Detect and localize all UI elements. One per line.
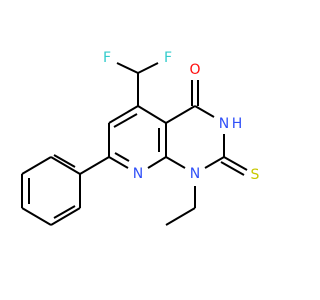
bond-c4a-c5	[137, 105, 167, 124]
bond-ph-1-inner	[53, 154, 76, 168]
bond-c7-n8	[108, 156, 129, 169]
bond-cf-left	[116, 62, 139, 74]
structure-canvas: F F O N H S N N	[21, 50, 260, 226]
bond-c4-n3	[194, 105, 215, 118]
bond-ch2-ch3	[165, 207, 196, 226]
bond-ph-4	[21, 207, 52, 226]
atom-nitrogen-pyridine: N	[133, 166, 143, 182]
atom-fluorine-right: F	[164, 50, 172, 66]
atom-labels: F F O N H S N N	[103, 50, 260, 183]
atom-sulfur: S	[251, 167, 260, 183]
bond-ph-2	[21, 156, 52, 175]
bond-c2-n1	[204, 156, 225, 169]
bond-c2-s-2	[220, 161, 245, 176]
bond-n1-c8a	[165, 156, 186, 169]
bond-c7-n8-inner	[114, 152, 130, 162]
atom-hydrogen-amide: H	[232, 116, 243, 132]
bonds	[21, 62, 248, 226]
bond-c2-s	[223, 156, 248, 171]
atom-nitrogen-amide: N	[219, 116, 229, 132]
bond-c4a-c4	[165, 105, 196, 124]
bond-ph-5	[50, 207, 81, 226]
bond-c5-c6	[108, 105, 139, 124]
bond-c7-ph	[79, 156, 110, 175]
atom-oxygen: O	[189, 62, 200, 78]
bond-c5-c6-inner	[113, 113, 138, 128]
atom-nitrogen-ring: N	[190, 166, 200, 182]
bond-n8-c8a	[147, 156, 167, 169]
bond-ph-5-inner	[53, 205, 76, 219]
bond-ph-1	[50, 156, 81, 175]
molecule-diagram: F F O N H S N N	[21, 50, 260, 226]
atom-fluorine-left: F	[103, 50, 111, 66]
bond-cf-right	[137, 62, 159, 74]
